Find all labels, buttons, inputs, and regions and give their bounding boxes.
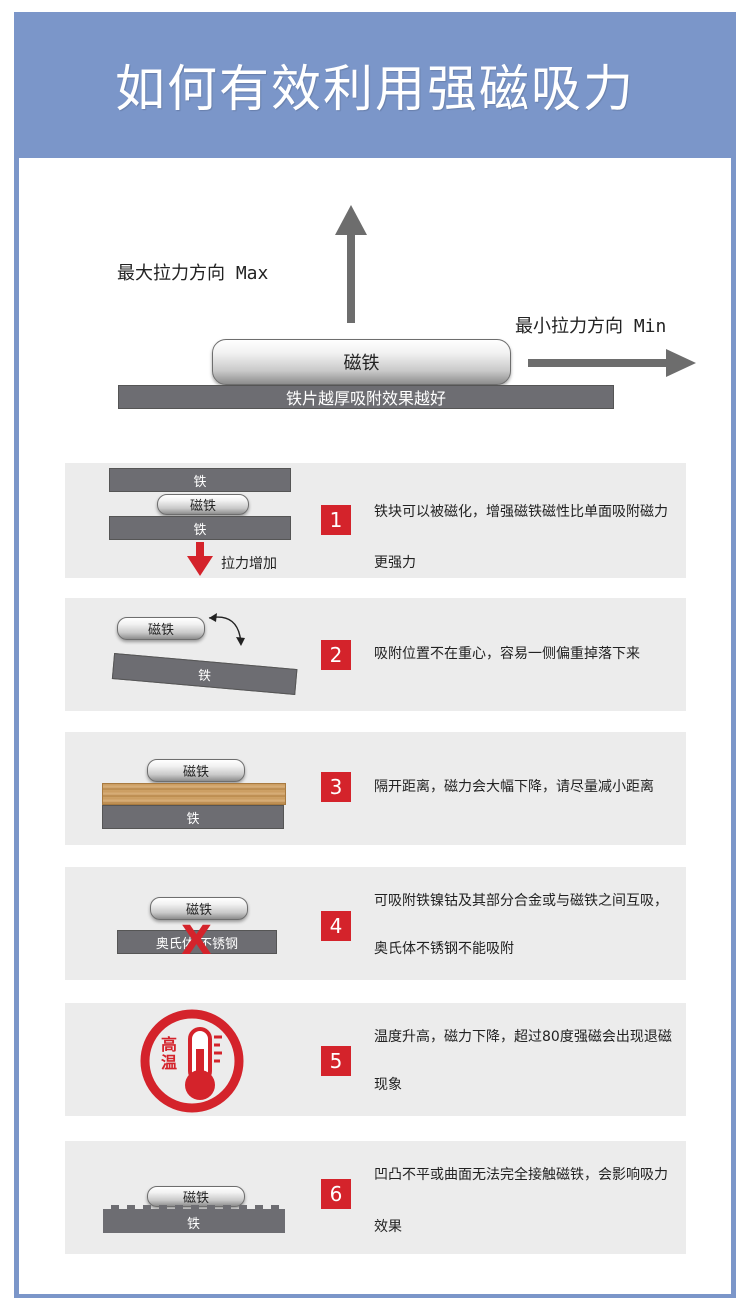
tip-panel-6: 磁铁 铁 6 凹凸不平或曲面无法完全接触磁铁，会影响吸力效果 <box>65 1141 686 1254</box>
tip-number-2: 2 <box>321 640 351 670</box>
max-direction-label: 最大拉力方向 Max <box>117 263 269 284</box>
title-banner: 如何有效利用强磁吸力 <box>14 12 736 158</box>
iron-label: 铁 <box>193 522 207 538</box>
wood-spacer <box>102 783 286 805</box>
cross-icon: X <box>181 918 212 964</box>
curved-arrow-icon <box>208 613 245 646</box>
steel-label: 奥氏体 不锈钢 <box>155 936 239 952</box>
high-label: 高 <box>161 1035 178 1054</box>
min-direction-label: 最小拉力方向 Min <box>515 316 667 337</box>
tip-number-5: 5 <box>321 1046 351 1076</box>
temp-label: 温 <box>161 1053 178 1072</box>
tip-number-3: 3 <box>321 772 351 802</box>
magnet-block: 磁铁 <box>147 759 245 782</box>
magnet-block: 磁铁 <box>147 1186 245 1207</box>
uneven-iron-surface <box>103 1205 285 1233</box>
stainless-steel-plate: 奥氏体 不锈钢 <box>117 930 277 954</box>
iron-label: 铁 <box>186 811 200 827</box>
iron-label: 铁 <box>193 474 207 490</box>
iron-block-top: 铁 <box>109 468 291 492</box>
high-temperature-icon <box>140 1009 244 1113</box>
magnet-label: 磁铁 <box>182 1191 209 1206</box>
tip-text-3: 隔开距离，磁力会大幅下降，请尽量减小距离 <box>374 779 654 795</box>
right-arrow-icon <box>528 349 696 377</box>
tip-text-6: 凹凸不平或曲面无法完全接触磁铁，会影响吸力效果 <box>374 1167 668 1235</box>
tip-panel-3: 磁铁 铁 3 隔开距离，磁力会大幅下降，请尽量减小距离 <box>65 732 686 845</box>
tip-panel-1: 铁 磁铁 铁 拉力增加 1 铁块可以被磁化，增强磁铁磁性比单面吸附磁力更强力 <box>65 463 686 578</box>
magnet-label: 磁铁 <box>182 765 209 780</box>
tip-panel-4: 磁铁 奥氏体 不锈钢 X 4 可吸附铁镍钴及其部分合金或与磁铁之间互吸，奥氏体不… <box>65 867 686 980</box>
tip-panel-2: 磁铁 铁 2 吸附位置不在重心，容易一侧偏重掉落下来 <box>65 598 686 711</box>
hero-iron-label: 铁片越厚吸附效果越好 <box>285 389 446 408</box>
magnet-label: 磁铁 <box>147 623 174 638</box>
iron-block-bottom: 铁 <box>109 516 291 540</box>
magnet-block: 磁铁 <box>117 617 205 640</box>
hero-magnet-label: 磁铁 <box>343 353 380 374</box>
tip-number-1: 1 <box>321 505 351 535</box>
magnet-label: 磁铁 <box>189 499 216 514</box>
page-title: 如何有效利用强磁吸力 <box>115 60 635 118</box>
tilted-iron-plate: 铁 <box>111 653 298 695</box>
tip-text-5: 温度升高，磁力下降，超过80度强磁会出现退磁现象 <box>374 1029 672 1093</box>
iron-block: 铁 <box>102 805 284 829</box>
iron-label: 铁 <box>187 1217 201 1232</box>
iron-label: 铁 <box>197 667 212 685</box>
magnet-block: 磁铁 <box>150 897 248 920</box>
hero-iron-plate: 铁片越厚吸附效果越好 <box>118 385 614 409</box>
hero-magnet: 磁铁 <box>212 339 511 385</box>
tip-panel-5: 高 温 5 温度升高，磁力下降，超过80度强磁会出现退磁现象 <box>65 1003 686 1116</box>
pull-increase-label: 拉力增加 <box>221 556 277 572</box>
tip-text-1: 铁块可以被磁化，增强磁铁磁性比单面吸附磁力更强力 <box>374 504 668 571</box>
magnet-block: 磁铁 <box>157 494 249 515</box>
tip-number-6: 6 <box>321 1179 351 1209</box>
magnet-label: 磁铁 <box>185 903 212 918</box>
down-arrow-icon <box>187 542 213 576</box>
tip-number-4: 4 <box>321 911 351 941</box>
tip-text-2: 吸附位置不在重心，容易一侧偏重掉落下来 <box>374 646 640 662</box>
up-arrow-icon <box>335 205 367 323</box>
tip-text-4: 可吸附铁镍钴及其部分合金或与磁铁之间互吸，奥氏体不锈钢不能吸附 <box>374 893 668 957</box>
